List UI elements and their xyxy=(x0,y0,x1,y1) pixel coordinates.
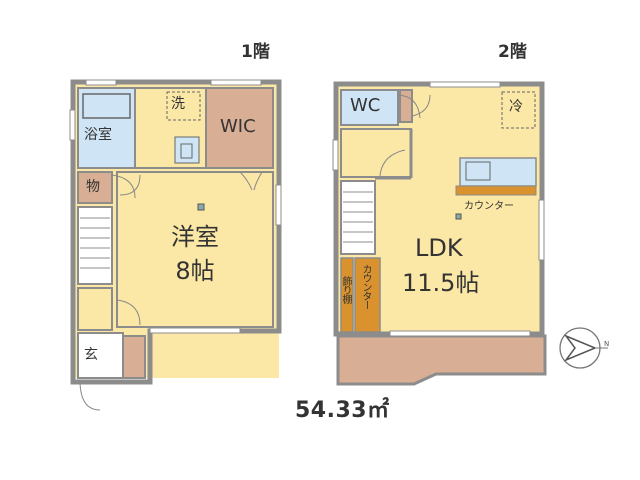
ceiling-light xyxy=(197,203,205,211)
svg-text:N: N xyxy=(604,340,609,348)
wic-label: WIC xyxy=(220,116,256,137)
side-counter-label: カウンター xyxy=(360,264,371,309)
storage-label: 物 xyxy=(86,179,100,195)
wic-room xyxy=(205,87,274,169)
door-swings-floor2 xyxy=(379,94,431,177)
side-counter xyxy=(354,257,381,333)
stair-steps-floor1 xyxy=(80,217,110,269)
toilet-bowl xyxy=(180,143,193,159)
fridge-space xyxy=(501,91,536,129)
floor2-plan xyxy=(332,81,547,386)
washing-machine-space xyxy=(166,91,201,121)
bath-label: 浴室 xyxy=(84,127,112,143)
toilet-fixture xyxy=(174,136,200,164)
total-area: 54.33㎡ xyxy=(295,398,390,423)
windows-floor2 xyxy=(332,81,545,337)
display-shelf-label: 飾り棚 xyxy=(340,276,351,303)
floor1-plan xyxy=(69,79,282,411)
ldk-light xyxy=(455,213,462,220)
western-room xyxy=(116,171,274,328)
western-room-size: 8帖 xyxy=(175,257,215,285)
floor1-title: 1階 xyxy=(241,42,270,62)
fridge-label: 冷 xyxy=(509,99,523,115)
storage-room xyxy=(77,171,113,204)
shoe-closet xyxy=(122,335,146,379)
wc-label: WC xyxy=(350,95,381,116)
wc-room xyxy=(340,89,399,126)
balcony xyxy=(336,334,547,386)
kitchen-counter xyxy=(455,185,537,196)
compass-north-icon: N xyxy=(559,327,609,369)
ldk-size: 11.5帖 xyxy=(402,269,480,297)
bathtub xyxy=(82,93,131,119)
stairs-floor1 xyxy=(77,206,113,285)
pillar-closet xyxy=(399,89,413,123)
kitchen-sink-unit xyxy=(459,157,537,187)
windows-floor1 xyxy=(69,79,282,334)
entrance-label: 玄 xyxy=(84,347,98,363)
upper-hall xyxy=(340,128,412,178)
hallway xyxy=(77,287,113,331)
sink-basin xyxy=(465,161,491,181)
floor2-title: 2階 xyxy=(498,42,527,62)
wash-label: 洗 xyxy=(171,96,185,112)
stair-steps-floor2 xyxy=(343,191,373,243)
western-room-name: 洋室 xyxy=(171,223,219,251)
entrance-room xyxy=(77,332,124,379)
ldk-name: LDK xyxy=(415,234,463,262)
door-swings-floor1 xyxy=(79,171,263,411)
kitchen-counter-label: カウンター xyxy=(464,201,514,212)
